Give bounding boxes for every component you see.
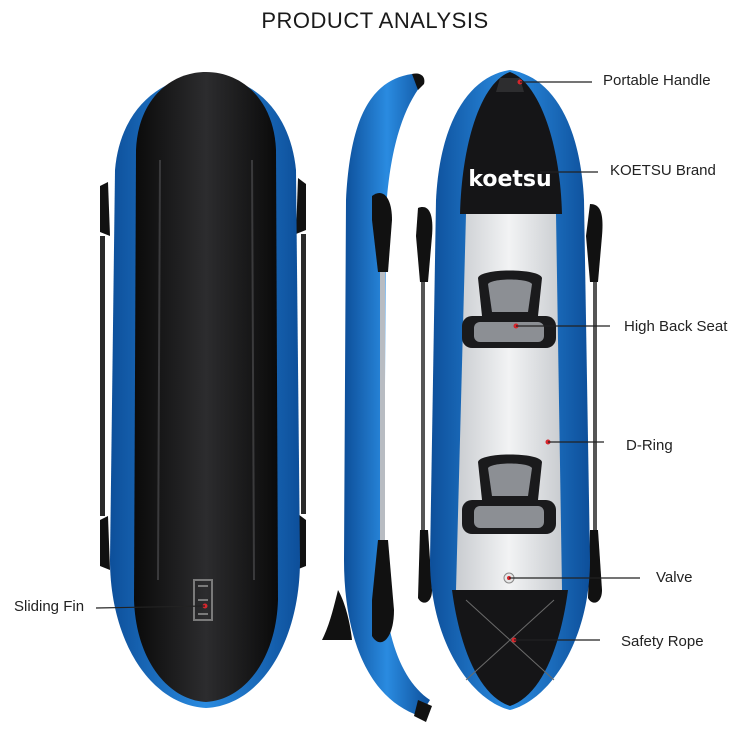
bow-deck bbox=[460, 72, 562, 214]
paddle-shaft bbox=[380, 240, 385, 580]
kayak-top-view: koetsu bbox=[416, 70, 603, 710]
paddle-blade bbox=[588, 530, 602, 603]
label-d-ring: D-Ring bbox=[626, 437, 673, 454]
paddle-blade bbox=[418, 530, 432, 603]
sliding-fin-box bbox=[193, 579, 213, 621]
paddle-blade bbox=[372, 193, 392, 272]
label-safety-rope: Safety Rope bbox=[621, 633, 704, 650]
paddle-blade bbox=[586, 204, 603, 282]
kayak-side-view bbox=[322, 73, 432, 722]
paddle-blade bbox=[372, 540, 394, 643]
paddle-blade bbox=[296, 178, 306, 234]
label-portable-handle: Portable Handle bbox=[603, 72, 711, 89]
fin bbox=[322, 590, 352, 640]
label-sliding-fin: Sliding Fin bbox=[14, 598, 85, 615]
label-high-back-seat: High Back Seat bbox=[624, 318, 728, 335]
paddle-blade bbox=[100, 516, 110, 570]
portable-handle bbox=[496, 78, 524, 92]
high-back-seat bbox=[462, 270, 556, 348]
stern-deck bbox=[452, 590, 568, 706]
side-tube bbox=[344, 74, 430, 716]
paddle-blade bbox=[416, 207, 433, 282]
high-back-seat bbox=[462, 454, 556, 534]
paddle-blade bbox=[100, 182, 110, 236]
kayak-bottom-view bbox=[100, 72, 306, 708]
callout-line bbox=[95, 605, 206, 609]
page-title: PRODUCT ANALYSIS bbox=[261, 8, 489, 33]
safety-rope bbox=[465, 599, 555, 681]
hull-bottom bbox=[134, 72, 278, 702]
label-valve: Valve bbox=[656, 569, 693, 586]
brand-logo: koetsu bbox=[468, 167, 551, 192]
label-koetsu-brand: KOETSU Brand bbox=[610, 162, 716, 179]
callout-lines bbox=[95, 81, 640, 641]
